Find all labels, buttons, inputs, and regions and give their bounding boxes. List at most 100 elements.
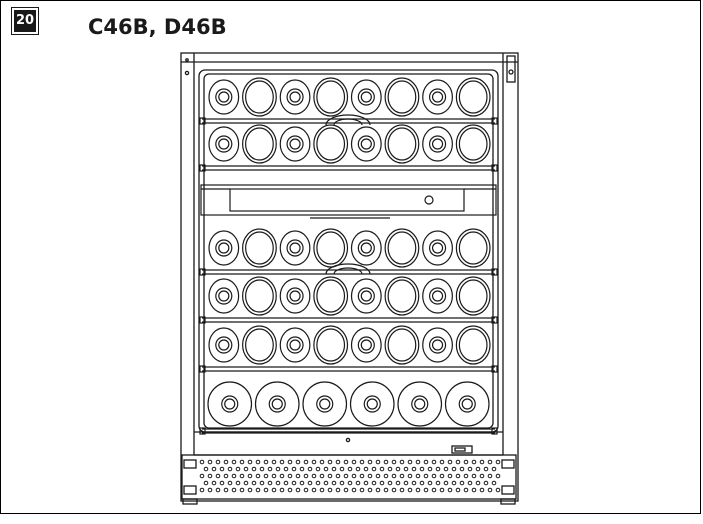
vent-hole xyxy=(323,466,329,472)
vent-hole xyxy=(219,466,225,472)
vent-hole xyxy=(407,487,413,493)
bottle xyxy=(422,278,453,314)
vent-hole xyxy=(211,466,217,472)
vent-hole xyxy=(475,480,481,486)
vent-hole xyxy=(351,473,357,479)
vent-hole xyxy=(403,466,409,472)
vent-hole xyxy=(483,466,489,472)
vent-hole xyxy=(319,459,325,465)
vent-hole xyxy=(207,487,213,493)
vent-hole xyxy=(411,466,417,472)
vent-hole xyxy=(255,487,261,493)
vent-hole xyxy=(271,459,277,465)
door-lock-plate xyxy=(451,445,473,454)
vent-hole xyxy=(263,473,269,479)
vent-hole xyxy=(275,466,281,472)
vent-hole xyxy=(451,466,457,472)
vent-hole xyxy=(359,473,365,479)
bottle xyxy=(302,381,348,427)
vent-hole xyxy=(383,473,389,479)
vent-hole xyxy=(207,459,213,465)
vent-hole xyxy=(335,487,341,493)
vent-hole xyxy=(439,487,445,493)
vent-hole xyxy=(395,480,401,486)
bottle xyxy=(279,327,311,363)
vent-hole xyxy=(315,480,321,486)
bottle xyxy=(350,327,382,363)
bottle xyxy=(384,325,420,365)
vent-hole xyxy=(251,480,257,486)
vent-hole xyxy=(419,466,425,472)
bottle xyxy=(313,124,349,164)
vent-hole xyxy=(259,480,265,486)
bottle xyxy=(208,79,240,115)
vent-hole xyxy=(399,459,405,465)
bottle xyxy=(455,77,491,117)
vent-hole xyxy=(431,459,437,465)
bottle xyxy=(207,381,253,427)
vent-hole xyxy=(427,466,433,472)
vent-hole xyxy=(419,480,425,486)
vent-hole xyxy=(395,466,401,472)
bottom-rack xyxy=(199,381,498,435)
bottle xyxy=(384,228,420,268)
bottle xyxy=(384,276,420,316)
vent-hole xyxy=(415,459,421,465)
vent-hole xyxy=(443,480,449,486)
vent-hole xyxy=(399,473,405,479)
figure-number-badge: 20 xyxy=(11,7,39,35)
bottle xyxy=(242,325,277,365)
vent-hole xyxy=(459,480,465,486)
figure-frame xyxy=(0,0,701,514)
display-panel xyxy=(200,184,497,219)
bottle-shelf xyxy=(199,325,498,373)
vent-hole xyxy=(267,466,273,472)
vent-hole xyxy=(279,459,285,465)
bottle xyxy=(455,276,491,316)
vent-hole xyxy=(243,480,249,486)
vent-hole xyxy=(215,459,221,465)
vent-hole xyxy=(307,480,313,486)
vent-hole xyxy=(479,459,485,465)
vent-hole xyxy=(391,487,397,493)
vent-hole xyxy=(335,459,341,465)
vent-hole xyxy=(379,480,385,486)
vent-hole xyxy=(487,487,493,493)
vent-hole xyxy=(335,473,341,479)
vent-hole xyxy=(279,473,285,479)
vent-hole xyxy=(371,480,377,486)
vent-hole xyxy=(375,459,381,465)
vent-hole xyxy=(311,459,317,465)
bottle-shelf xyxy=(199,124,498,172)
bottle xyxy=(350,278,382,314)
vent-hole xyxy=(415,473,421,479)
vent-hole xyxy=(275,480,281,486)
vent-hole xyxy=(327,487,333,493)
bottle xyxy=(313,325,349,365)
model-title: C46B, D46B xyxy=(88,15,227,39)
vent-hole xyxy=(303,473,309,479)
vent-hole xyxy=(327,473,333,479)
vent-hole xyxy=(471,459,477,465)
vent-hole xyxy=(263,459,269,465)
door-window-inner xyxy=(203,73,494,429)
vent-hole xyxy=(347,466,353,472)
vent-hole xyxy=(467,480,473,486)
vent-hole xyxy=(383,487,389,493)
vent-hole xyxy=(267,480,273,486)
bottle xyxy=(422,79,453,115)
vent-hole xyxy=(287,487,293,493)
vent-hole xyxy=(495,487,501,493)
door-hinge-top xyxy=(506,55,516,83)
vent-hole xyxy=(319,473,325,479)
vent-hole xyxy=(299,480,305,486)
vent-hole xyxy=(239,459,245,465)
vent-hole xyxy=(311,487,317,493)
vent-hole xyxy=(339,480,345,486)
vent-hole xyxy=(375,487,381,493)
vent-hole xyxy=(455,459,461,465)
vent-hole xyxy=(303,487,309,493)
vent-hole xyxy=(439,473,445,479)
vent-hole xyxy=(403,480,409,486)
vent-hole xyxy=(431,473,437,479)
